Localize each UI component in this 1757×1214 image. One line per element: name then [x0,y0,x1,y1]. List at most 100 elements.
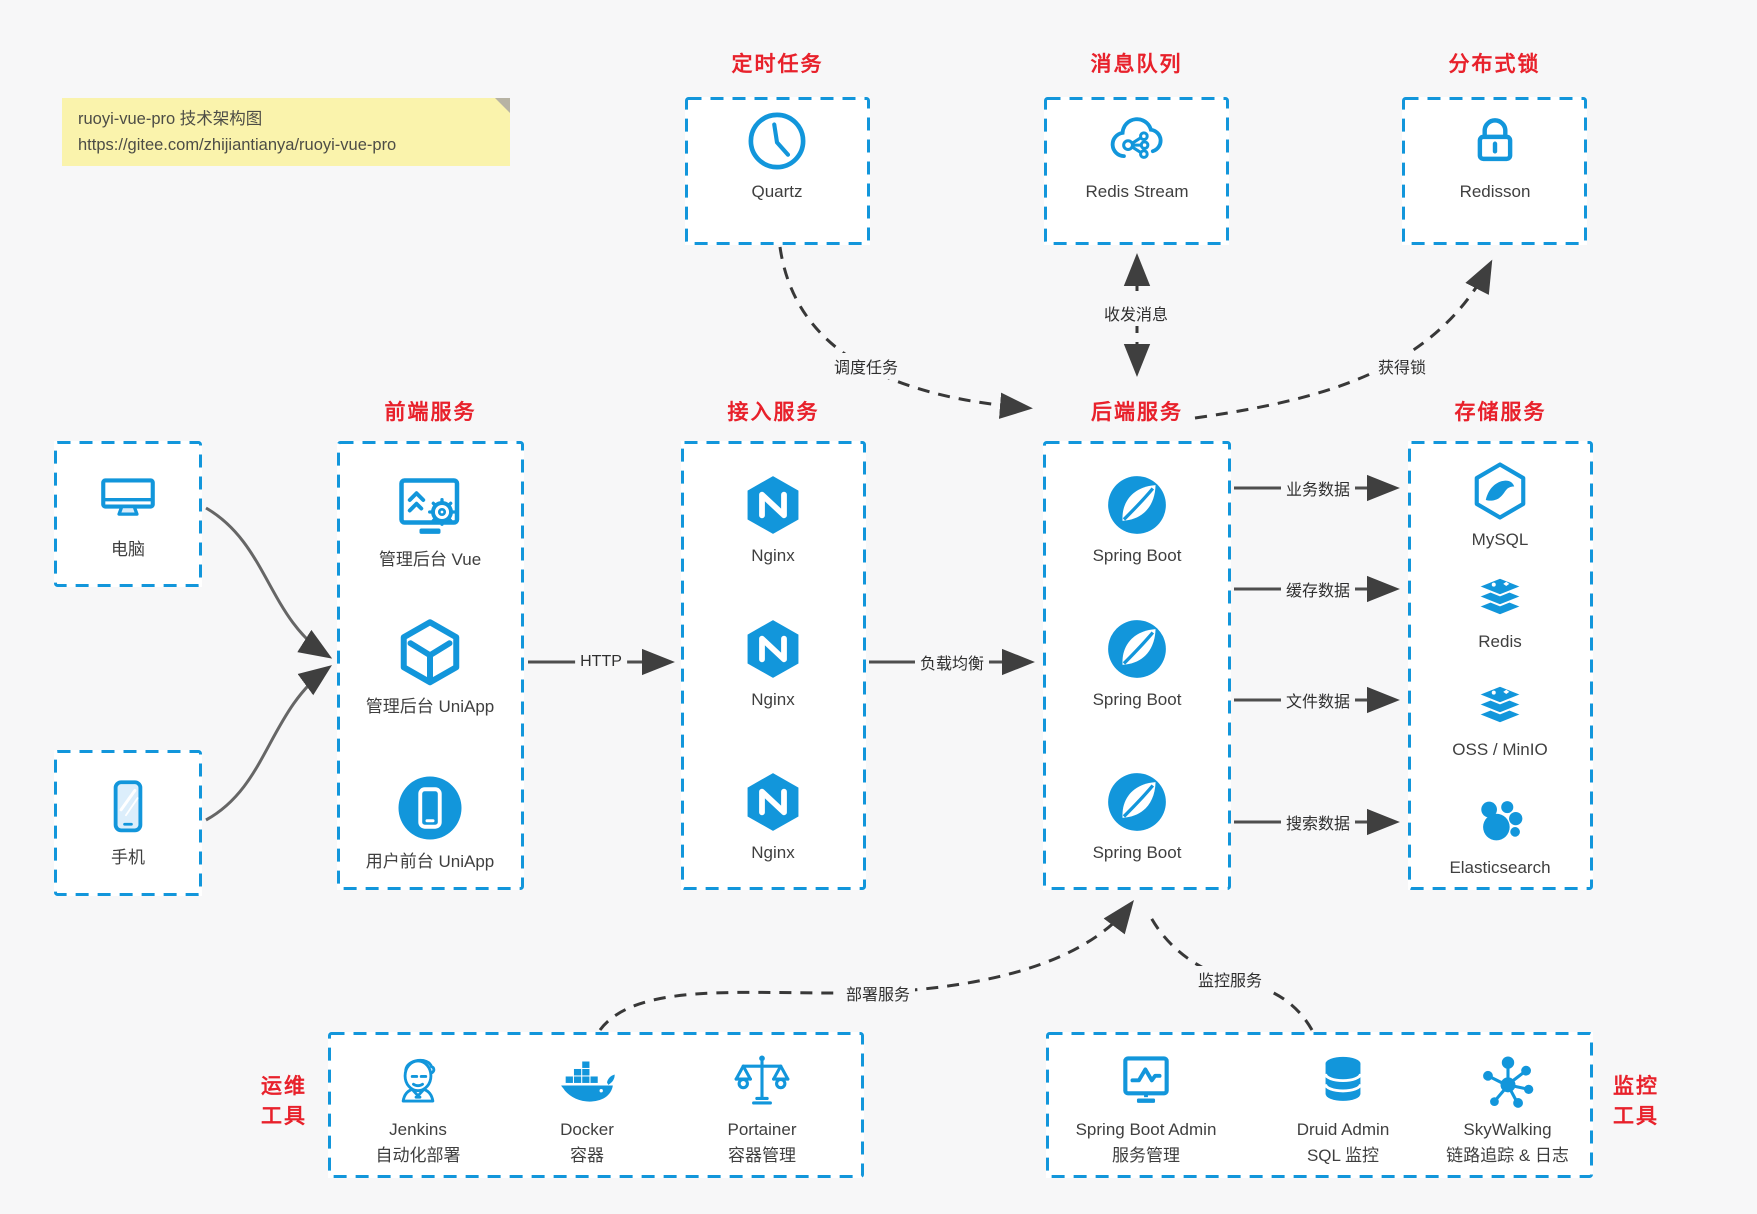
node-nginx-3: Nginx [688,769,858,864]
node-admin-uniapp: 管理后台 UniApp [345,617,515,718]
node-mobile: 手机 [43,774,213,869]
edge-label-load-balance: 负载均衡 [914,649,990,675]
title-monitor-line1: 监控 [1613,1075,1659,1098]
title-monitor-line2: 工具 [1613,1105,1659,1128]
node-label: 管理后台 Vue [378,550,482,569]
nginx-icon [740,769,806,835]
node-label: Jenkins [389,1120,447,1139]
title-ops-line2: 工具 [261,1105,307,1128]
title-monitor-tools: 监控 工具 [1604,1072,1668,1132]
wire-lock [1194,259,1493,420]
skywalking-icon [1477,1050,1539,1112]
wire-schedule [778,246,1033,419]
dashed-border [1043,441,1231,890]
node-label: Quartz [751,182,803,201]
edge-label-messaging: 收发消息 [1098,300,1174,326]
group-box-scheduler [685,97,870,245]
wire-deploy [598,900,1134,1031]
cube-icon [394,617,466,689]
node-label: Spring Boot Admin [1075,1120,1217,1139]
node-nginx-2: Nginx [688,616,858,711]
node-label: Nginx [751,690,795,709]
node-label: Portainer [727,1120,797,1139]
node-label: Spring Boot [1092,546,1182,565]
wire-mobile-to-frontend [205,665,332,822]
edge-label-business-data: 业务数据 [1280,475,1356,501]
monitor-pulse-icon [1115,1050,1177,1112]
dashed-border [337,441,524,890]
dashed-border [685,97,870,245]
portainer-icon [731,1050,793,1112]
spring-icon [1104,472,1170,538]
node-label: SkyWalking [1463,1120,1552,1139]
note-fold-corner [495,98,510,113]
node-label: 电脑 [111,540,145,559]
node-label: Spring Boot [1092,843,1182,862]
node-admin-vue: 管理后台 Vue [345,470,515,571]
node-docker: Docker 容器 [502,1050,672,1167]
title-storage: 存储服务 [1454,401,1547,424]
dashed-border [1402,97,1587,245]
node-label: Nginx [751,546,795,565]
node-sublabel: 容器管理 [728,1146,796,1165]
dashed-border [681,441,866,890]
nginx-icon [740,616,806,682]
note-url: https://gitee.com/zhijiantianya/ruoyi-vu… [78,136,397,154]
group-box-message-queue [1044,97,1229,245]
node-pc: 电脑 [43,466,213,561]
dashed-border [1408,441,1593,890]
smartphone-icon [95,774,161,840]
node-label: Spring Boot [1092,690,1182,709]
node-label: 用户前台 UniApp [365,852,495,871]
node-sublabel: SQL 监控 [1306,1146,1380,1165]
group-box-ops-tools [328,1032,864,1178]
title-gateway: 接入服务 [727,401,820,424]
node-portainer: Portainer 容器管理 [677,1050,847,1167]
node-spring-boot-3: Spring Boot [1052,769,1222,864]
node-redis-stream: Redis Stream [1052,108,1222,203]
node-label: MySQL [1471,530,1529,549]
dashed-border [328,1032,864,1178]
node-jenkins: Jenkins 自动化部署 [333,1050,503,1167]
node-sublabel: 容器 [570,1146,604,1165]
spring-icon [1104,769,1170,835]
user-app-icon [394,772,466,844]
database-icon [1312,1050,1374,1112]
dashed-border [1046,1032,1593,1178]
node-label: 手机 [111,848,145,867]
spring-icon [1104,616,1170,682]
edge-label-cache-data: 缓存数据 [1280,576,1356,602]
node-sublabel: 服务管理 [1112,1146,1180,1165]
node-label: Redis [1478,632,1522,651]
node-druid-admin: Druid Admin SQL 监控 [1258,1050,1428,1167]
jenkins-icon [387,1050,449,1112]
edge-label-search-data: 搜索数据 [1280,809,1356,835]
note-title: ruoyi-vue-pro 技术架构图 [78,110,263,128]
edge-label-lock: 获得锁 [1372,353,1432,379]
desktop-icon [95,466,161,532]
node-label: 管理后台 UniApp [365,697,495,716]
title-scheduler: 定时任务 [731,53,824,76]
node-redis: Redis [1415,564,1585,653]
node-redisson: Redisson [1410,108,1580,203]
edge-label-schedule: 调度任务 [828,353,904,379]
wire-pc-to-frontend [205,506,333,659]
node-oss-minio: OSS / MinIO [1415,672,1585,761]
clock-icon [744,108,810,174]
dashed-border [54,441,202,587]
edge-label-monitor: 监控服务 [1192,966,1268,992]
docker-icon [556,1050,618,1112]
node-elasticsearch: Elasticsearch [1415,792,1585,879]
nginx-icon [740,472,806,538]
sticky-note: ruoyi-vue-pro 技术架构图 https://gitee.com/zh… [62,98,510,166]
edge-label-file-data: 文件数据 [1280,687,1356,713]
node-label: Nginx [751,843,795,862]
node-label: Redis Stream [1085,182,1189,201]
node-spring-boot-1: Spring Boot [1052,472,1222,567]
cloud-stream-icon [1104,108,1170,174]
node-sublabel: 链路追踪 & 日志 [1446,1146,1569,1165]
admin-vue-icon [394,470,466,542]
lock-icon [1462,108,1528,174]
node-spring-boot-2: Spring Boot [1052,616,1222,711]
